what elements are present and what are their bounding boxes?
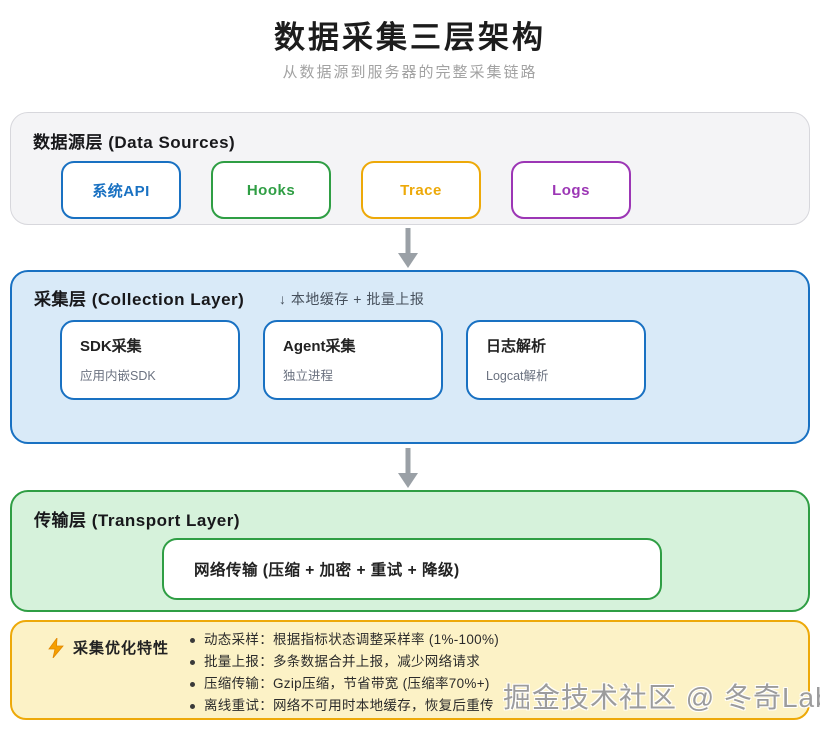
card-title: 日志解析 [486, 338, 547, 355]
feature-item: 压缩传输：Gzip压缩，节省带宽 (压缩率70%+) [188, 673, 499, 695]
chip-trace: Trace [361, 161, 481, 219]
network-transport-box: 网络传输 (压缩 + 加密 + 重试 + 降级) [162, 538, 662, 600]
lightning-icon [48, 637, 64, 658]
chip-system-api: 系统API [61, 161, 181, 219]
page-subtitle: 从数据源到服务器的完整采集链路 [282, 64, 538, 81]
layer-collection: 采集层 (Collection Layer) ↓ 本地缓存 + 批量上报 SDK… [10, 270, 810, 444]
page-title: 数据采集三层架构 [274, 20, 546, 55]
card-subtitle: 应用内嵌SDK [80, 369, 156, 383]
collection-card-row: SDK采集 应用内嵌SDK Agent采集 独立进程 日志解析 Logcat解析 [60, 320, 646, 400]
collection-note: ↓ 本地缓存 + 批量上报 [279, 291, 425, 307]
chip-hooks: Hooks [211, 161, 331, 219]
down-arrow-icon [398, 448, 418, 488]
data-sources-label: 数据源层 (Data Sources) [33, 133, 236, 152]
layer-transport: 传输层 (Transport Layer) 网络传输 (压缩 + 加密 + 重试… [10, 490, 810, 612]
features-panel: 采集优化特性 动态采样：根据指标状态调整采样率 (1%-100%) 批量上报：多… [10, 620, 810, 720]
source-chip-row: 系统API Hooks Trace Logs [61, 161, 631, 219]
collection-label: 采集层 (Collection Layer) [34, 290, 245, 309]
down-arrow-icon [398, 228, 418, 268]
feature-item: 动态采样：根据指标状态调整采样率 (1%-100%) [188, 629, 499, 651]
chip-logs: Logs [511, 161, 631, 219]
card-subtitle: 独立进程 [283, 369, 334, 383]
card-agent-collect: Agent采集 独立进程 [263, 320, 443, 400]
features-header: 采集优化特性 [48, 637, 169, 658]
watermark: 掘金技术社区 @ 冬奇Lab [503, 682, 820, 713]
features-list: 动态采样：根据指标状态调整采样率 (1%-100%) 批量上报：多条数据合并上报… [188, 629, 499, 717]
feature-item: 离线重试：网络不可用时本地缓存，恢复后重传 [188, 695, 499, 717]
layer-data-sources: 数据源层 (Data Sources) 系统API Hooks Trace Lo… [10, 112, 810, 225]
card-sdk-collect: SDK采集 应用内嵌SDK [60, 320, 240, 400]
card-title: Agent采集 [283, 338, 356, 355]
feature-item: 批量上报：多条数据合并上报，减少网络请求 [188, 651, 499, 673]
card-log-parse: 日志解析 Logcat解析 [466, 320, 646, 400]
features-label: 采集优化特性 [73, 640, 170, 657]
card-subtitle: Logcat解析 [486, 369, 549, 383]
transport-label: 传输层 (Transport Layer) [34, 511, 241, 530]
card-title: SDK采集 [80, 338, 142, 355]
